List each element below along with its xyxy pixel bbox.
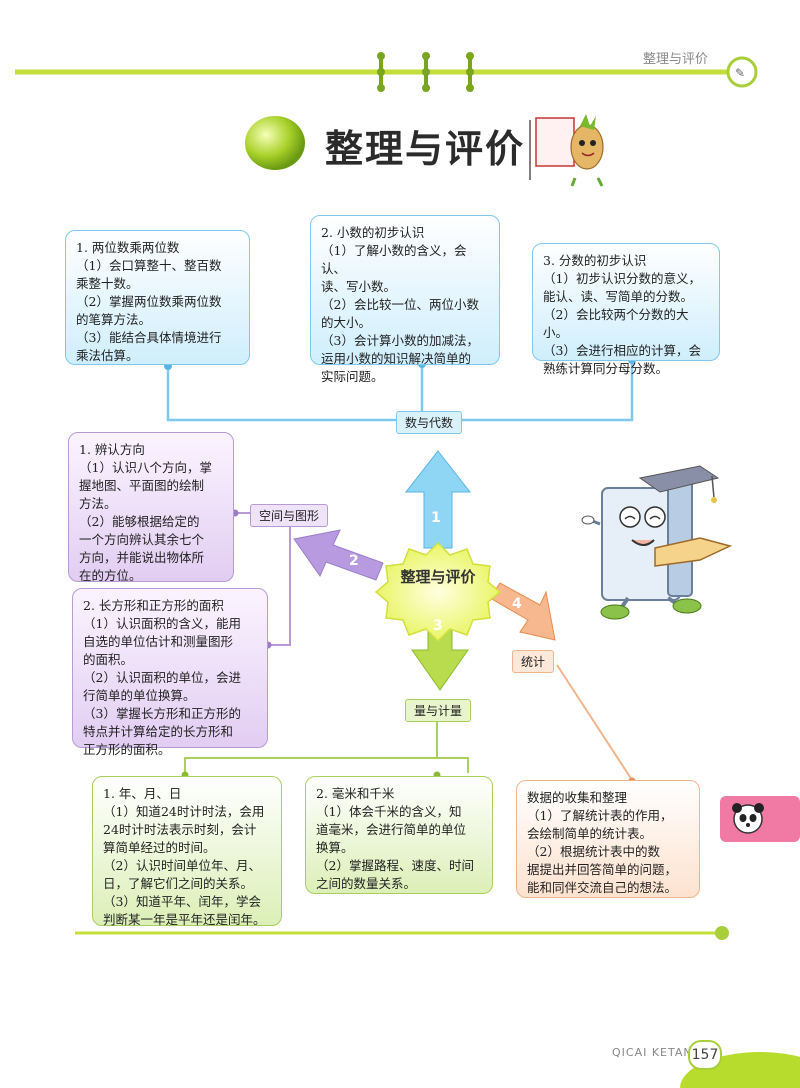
center-label: 整理与评价 — [400, 568, 476, 586]
box-title: 1. 辨认方向 — [79, 442, 145, 457]
box-line: 运用小数的知识解决简单的 — [321, 351, 472, 366]
box-line: 方法。 — [79, 496, 117, 511]
box-line: 道毫米，会进行简单的单位 — [316, 822, 467, 837]
box-line: 换算。 — [316, 840, 354, 855]
footer-brand: QICAI KETANG — [612, 1046, 703, 1059]
pineapple-mascot-icon — [529, 114, 604, 187]
box-line: 会绘制简单的统计表。 — [527, 826, 653, 841]
box-line: 乘法估算。 — [76, 348, 139, 363]
box-line: 方向，并能说出物体所 — [79, 550, 205, 565]
box-line: （3）会进行相应的计算，会 — [543, 343, 701, 358]
branch-number-3: 3 — [433, 618, 443, 634]
box-line: 读、写小数。 — [321, 279, 397, 294]
branch-label-measurement: 量与计量 — [405, 699, 472, 722]
box-line: 的大小。 — [321, 315, 372, 330]
box-line: （2）能够根据给定的 — [79, 514, 200, 529]
box-title: 3. 分数的初步认识 — [543, 253, 647, 268]
box-line: 日，了解它们之间的关系。 — [103, 876, 254, 891]
box-line: 特点并计算给定的长方形和 — [83, 724, 234, 739]
box-mm-km: 2. 毫米和千米 （1）体会千米的含义，知 道毫米，会进行简单的单位 换算。 （… — [305, 776, 493, 894]
box-data-collection: 数据的收集和整理 （1）了解统计表的作用， 会绘制简单的统计表。 （2）根据统计… — [516, 780, 700, 898]
book-mascot-icon — [581, 465, 733, 620]
panda-icon — [732, 803, 764, 834]
box-line: （2）认识时间单位年、月、 — [103, 858, 261, 873]
header-bead-3 — [466, 52, 474, 92]
box-line: （3）知道平年、闰年，学会 — [103, 894, 261, 909]
box-fractions: 3. 分数的初步认识 （1）初步认识分数的意义， 能认、读、写简单的分数。 （2… — [532, 243, 720, 376]
box-line: （1）认识八个方向，掌 — [79, 460, 212, 475]
box-line: 熟练计算同分母分数。 — [543, 361, 669, 376]
box-year-month-day: 1. 年、月、日 （1）知道24时计时法，会用 24时计时法表示时刻，会计 算简… — [92, 776, 282, 927]
box-line: （3）掌握长方形和正方形的 — [83, 706, 241, 721]
svg-text:✎: ✎ — [735, 66, 745, 80]
box-line: （2）根据统计表中的数 — [527, 844, 660, 859]
box-line: （2）掌握路程、速度、时间 — [316, 858, 474, 873]
box-line: （2）会比较一位、两位小数 — [321, 297, 479, 312]
branch-label-number-algebra: 数与代数 — [396, 411, 463, 434]
box-line: 的笔算方法。 — [76, 312, 152, 327]
box-line: （1）初步认识分数的意义， — [543, 271, 701, 286]
box-title: 2. 小数的初步认识 — [321, 225, 425, 240]
box-line: 行简单的单位换算。 — [83, 688, 196, 703]
box-line: 实际问题。 — [321, 369, 384, 384]
box-line: 握地图、平面图的绘制 — [79, 478, 205, 493]
box-line: 正方形的面积。 — [83, 742, 171, 757]
box-line: 据提出并回答简单的问题， — [527, 862, 678, 877]
box-line: 能和同伴交流自己的想法。 — [527, 880, 678, 895]
box-line: （3）能结合具体情境进行 — [76, 330, 222, 345]
box-line: （1）认识面积的含义，能用 — [83, 616, 241, 631]
page-number: 157 — [688, 1040, 722, 1070]
arrow-2 — [293, 529, 384, 581]
box-line: （3）会计算小数的加减法， — [321, 333, 479, 348]
box-title: 数据的收集和整理 — [527, 790, 628, 805]
branch-label-statistics: 统计 — [512, 650, 555, 673]
header-section-label: 整理与评价 — [643, 52, 709, 67]
box-area: 2. 长方形和正方形的面积 （1）认识面积的含义，能用 自选的单位估计和测量图形… — [72, 588, 268, 757]
box-line: （1）体会千米的含义，知 — [316, 804, 462, 819]
branch-label-space-figure: 空间与图形 — [250, 504, 329, 527]
branch-number-2: 2 — [349, 553, 359, 569]
box-line: 24时计时法表示时刻，会计 — [103, 822, 257, 837]
box-direction: 1. 辨认方向 （1）认识八个方向，掌 握地图、平面图的绘制 方法。 （2）能够… — [68, 432, 234, 583]
bottom-bracket — [184, 757, 469, 773]
header-bead-1 — [377, 52, 385, 92]
box-line: （1）会口算整十、整百数 — [76, 258, 222, 273]
box-line: （1）了解统计表的作用， — [527, 808, 673, 823]
page-title: 整理与评价 — [325, 127, 526, 171]
box-decimals: 2. 小数的初步认识 （1）了解小数的含义，会认、 读、写小数。 （2）会比较一… — [310, 215, 500, 384]
box-line: 的面积。 — [83, 652, 134, 667]
box-title: 2. 毫米和千米 — [316, 786, 395, 801]
branch-number-4: 4 — [512, 596, 522, 612]
box-line: （2）掌握两位数乘两位数 — [76, 294, 222, 309]
box-two-digit-multiplication: 1. 两位数乘两位数 （1）会口算整十、整百数 乘整十数。 （2）掌握两位数乘两… — [65, 230, 250, 365]
header-bead-2 — [422, 52, 430, 92]
title-ball-icon — [245, 116, 305, 170]
box-line: 自选的单位估计和测量图形 — [83, 634, 234, 649]
box-title: 1. 两位数乘两位数 — [76, 240, 180, 255]
box-line: 一个方向辨认其余七个 — [79, 532, 205, 547]
box-line: （2）会比较两个分数的大小。 — [543, 307, 689, 340]
arrow-1 — [404, 450, 472, 549]
box-title: 2. 长方形和正方形的面积 — [83, 598, 224, 613]
box-line: 在的方位。 — [79, 568, 142, 583]
orange-connector — [556, 664, 633, 781]
box-line: 之间的数量关系。 — [316, 876, 417, 891]
header-badge-icon — [726, 56, 758, 88]
box-line: （1）了解小数的含义，会认、 — [321, 243, 467, 276]
branch-number-1: 1 — [431, 510, 441, 526]
box-line: （2）认识面积的单位，会进 — [83, 670, 241, 685]
box-line: 判断某一年是平年还是闰年。 — [103, 912, 266, 927]
box-title: 1. 年、月、日 — [103, 786, 182, 801]
box-line: 算简单经过的时间。 — [103, 840, 216, 855]
box-line: 乘整十数。 — [76, 276, 139, 291]
center-burst — [374, 541, 502, 643]
box-line: （1）知道24时计时法，会用 — [103, 804, 265, 819]
box-line: 能认、读、写简单的分数。 — [543, 289, 694, 304]
